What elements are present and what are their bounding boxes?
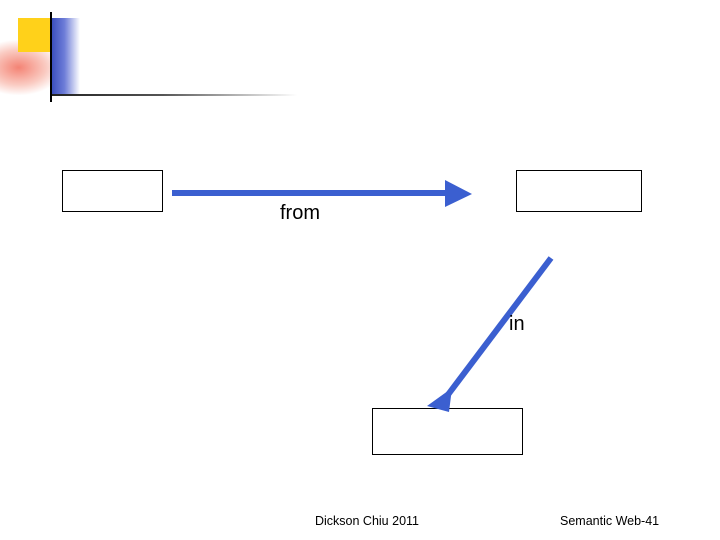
- header-ornament: [0, 0, 300, 115]
- footer-slide-reference: Semantic Web-41: [560, 514, 660, 528]
- diagram-node-right: [516, 170, 642, 212]
- decorative-vertical-rule: [50, 12, 52, 102]
- diagram-node-left-label: [63, 171, 162, 211]
- arrow-from: [172, 180, 472, 207]
- footer-author: Dickson Chiu 2011: [315, 514, 419, 528]
- diagram-node-right-label: [517, 171, 641, 211]
- edge-label-from: from: [280, 202, 320, 224]
- diagram-node-bottom-label: [373, 409, 522, 454]
- decorative-horizontal-rule: [52, 94, 297, 96]
- edge-label-in: in: [509, 313, 525, 335]
- decorative-blue-gradient-bar: [52, 18, 80, 96]
- arrow-in: [427, 256, 554, 412]
- decorative-yellow-square: [18, 18, 52, 52]
- diagram-node-left: [62, 170, 163, 212]
- diagram-node-bottom: [372, 408, 523, 455]
